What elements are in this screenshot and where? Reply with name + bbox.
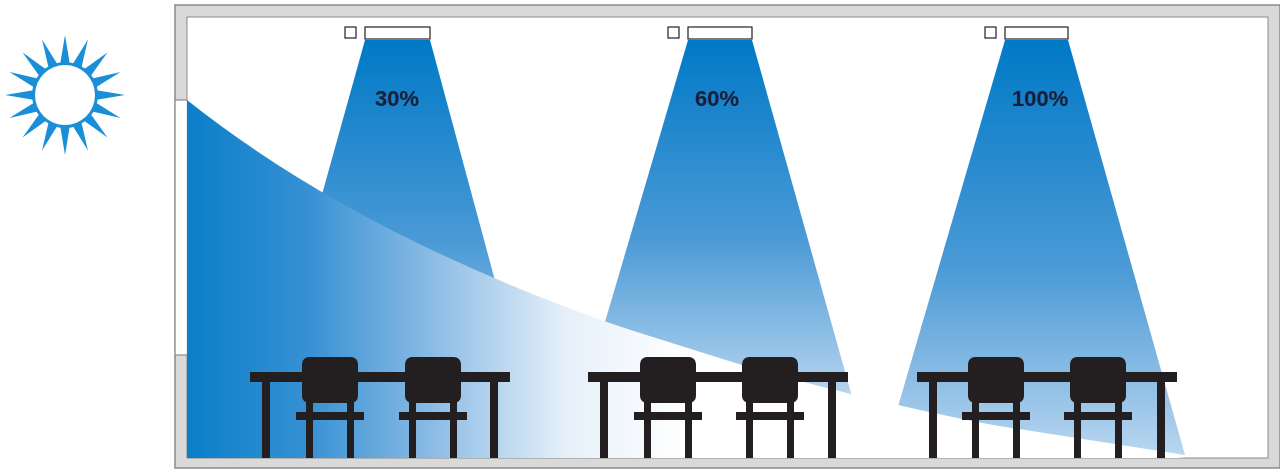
dimming-level: 60% xyxy=(695,88,739,110)
room-wall xyxy=(175,5,1280,468)
dimming-level: 100% xyxy=(1012,88,1068,110)
window xyxy=(176,100,187,355)
furniture xyxy=(250,357,1177,458)
room-interior xyxy=(187,17,1268,458)
light-cone xyxy=(897,40,1185,455)
daylight-wedge xyxy=(187,100,1185,458)
luminaire xyxy=(345,27,1068,39)
dimming-level: 30% xyxy=(375,88,419,110)
sun-icon xyxy=(5,35,125,155)
